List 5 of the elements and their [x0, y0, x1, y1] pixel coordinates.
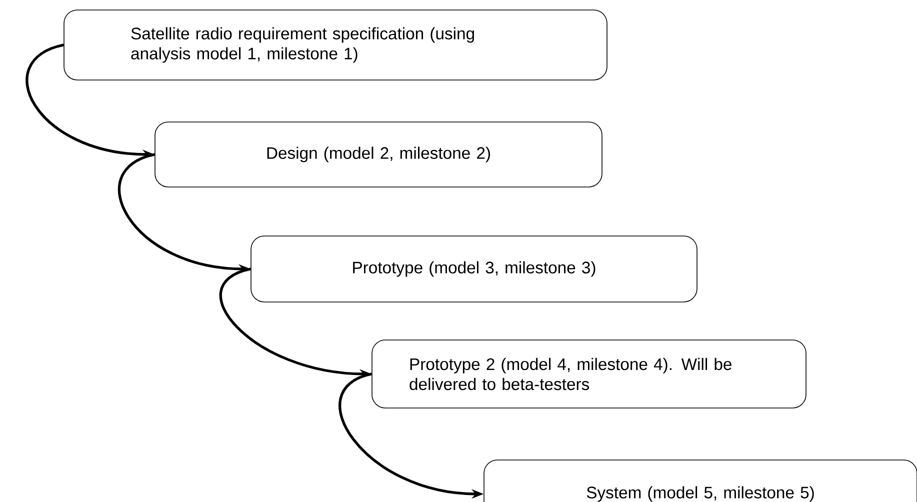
process-box: Satellite radio requirement specification (using analysis model 1, milestone 1) [64, 10, 608, 80]
process-box: System (model 5, milestone 5) [484, 460, 917, 502]
process-box: Prototype (model 3, milestone 3) [250, 236, 698, 302]
process-box: Prototype 2 (model 4, milestone 4). Will be delivered to beta-testers [372, 340, 806, 408]
process-box: Design (model 2, milestone 2) [154, 122, 602, 188]
